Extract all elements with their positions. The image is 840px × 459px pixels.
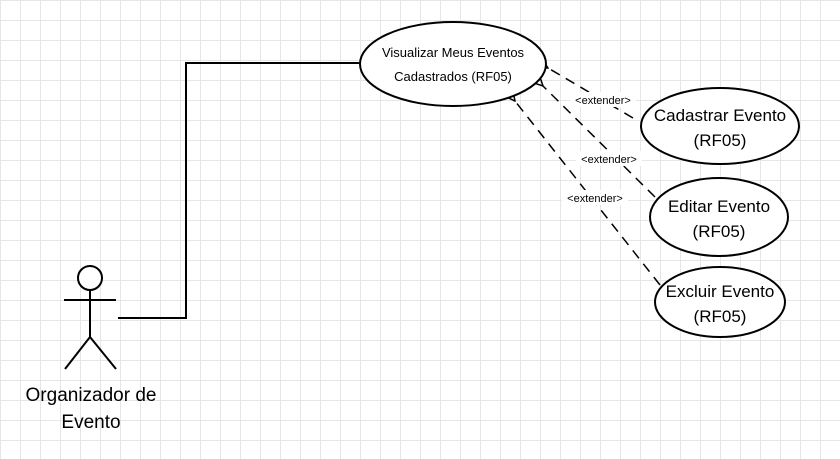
usecase-editar-evento[interactable]: Editar Evento (RF05): [649, 177, 789, 257]
extend-line-excluir: [515, 101, 661, 286]
actor-left-leg: [64, 336, 91, 370]
svg-text:<extender>: <extender>: [567, 193, 623, 205]
extend-label-editar: <extender>: [576, 151, 642, 166]
actor-right-leg: [89, 336, 117, 370]
actor-name-line1: Organizador de: [26, 385, 157, 406]
association-line: [118, 62, 362, 319]
extend-line-editar: [543, 86, 656, 198]
usecase-excluir-line2: (RF05): [694, 307, 747, 326]
usecase-visualizar-eventos[interactable]: Visualizar Meus Eventos Cadastrados (RF0…: [359, 21, 547, 107]
usecase-visualizar-line2: Cadastrados (RF05): [394, 69, 512, 84]
usecase-editar-line2: (RF05): [693, 222, 746, 241]
svg-text:<extender>: <extender>: [581, 154, 637, 166]
usecase-visualizar-line1: Visualizar Meus Eventos: [382, 45, 525, 60]
usecase-excluir-evento[interactable]: Excluir Evento (RF05): [654, 266, 786, 338]
extend-label-cadastrar: <extender>: [570, 92, 636, 107]
usecase-cadastrar-evento[interactable]: Cadastrar Evento (RF05): [640, 87, 800, 165]
usecase-editar-line1: Editar Evento: [668, 197, 770, 216]
actor-head: [77, 265, 103, 291]
actor-name-line2: Evento: [61, 412, 120, 433]
svg-text:<extender>: <extender>: [575, 95, 631, 107]
usecase-cadastrar-line2: (RF05): [694, 131, 747, 150]
usecase-cadastrar-line1: Cadastrar Evento: [654, 106, 786, 125]
usecase-excluir-line1: Excluir Evento: [666, 282, 775, 301]
extend-label-excluir: <extender>: [562, 190, 628, 205]
actor-figure: [64, 265, 117, 370]
